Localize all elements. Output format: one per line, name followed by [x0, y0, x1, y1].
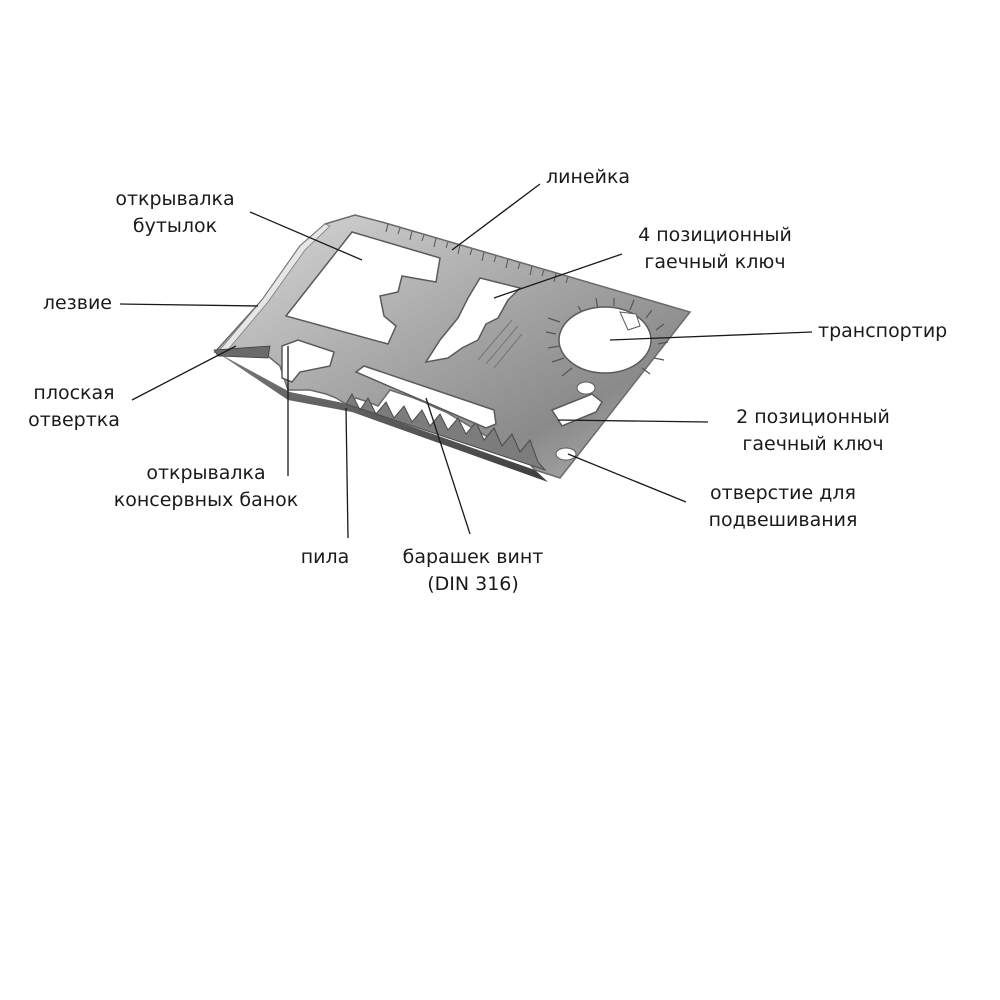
leader-lines	[119, 183, 813, 539]
card-edge	[218, 353, 548, 482]
label-can-opener: открывалка консервных банок	[113, 462, 299, 511]
label-blade: лезвие	[42, 292, 112, 314]
wing-screw-slot	[354, 365, 497, 429]
leader-protractor	[609, 331, 813, 341]
label-bottle-opener: открывалка бутылок	[115, 188, 235, 237]
protractor-notch	[619, 311, 641, 331]
leader-saw	[345, 407, 349, 539]
engraved-text	[477, 319, 523, 369]
label-hanging-hole: отверстие для подвешивания	[708, 482, 858, 531]
leader-screwdriver	[131, 345, 237, 401]
can-opener-cutout	[281, 339, 335, 383]
label-wrench2: 2 позиционный гаечный ключ	[736, 406, 890, 455]
leader-blade	[119, 303, 259, 307]
leader-bottle-opener	[249, 211, 363, 261]
wrench2-cutout	[550, 393, 603, 427]
wrench4-cutout	[424, 277, 522, 364]
leader-ruler	[451, 183, 541, 251]
leader-hanging-hole	[567, 453, 687, 503]
leader-wing-screw	[425, 397, 471, 535]
small-hole	[576, 381, 596, 395]
blade-edge	[217, 223, 331, 353]
leader-wrench2	[557, 419, 709, 423]
label-saw: пила	[300, 546, 350, 568]
ruler-ticks	[385, 223, 569, 284]
leader-wrench4	[493, 253, 623, 299]
label-protractor: транспортир	[818, 320, 948, 342]
label-screwdriver: плоская отвертка	[28, 382, 120, 431]
hanging-hole	[555, 447, 577, 461]
bottle-opener-cutout	[284, 231, 441, 345]
label-wing-screw: барашек винт (DIN 316)	[402, 546, 544, 595]
label-ruler: линейка	[546, 166, 631, 188]
screwdriver-tip	[213, 345, 271, 359]
saw-teeth	[345, 392, 547, 472]
label-wrench4: 4 позиционный гаечный ключ	[638, 224, 792, 273]
